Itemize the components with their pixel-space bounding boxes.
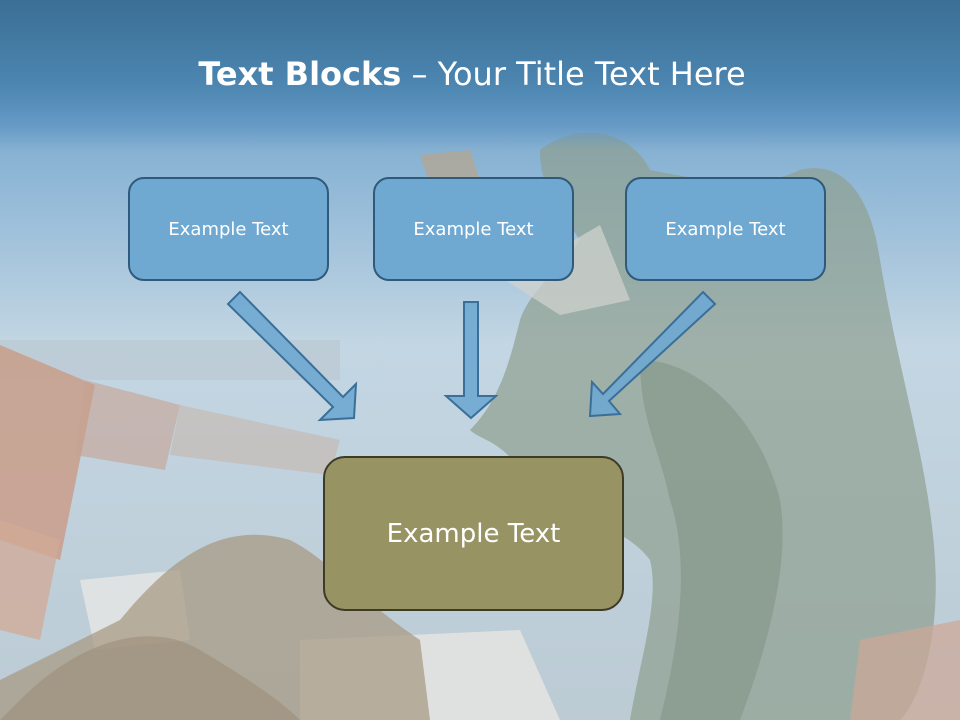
text-block-center: Example Text	[373, 177, 574, 281]
text-block-right-label: Example Text	[665, 218, 786, 240]
page-title: Text Blocks – Your Title Text Here	[0, 52, 944, 96]
title-rest: Your Title Text Here	[437, 55, 746, 93]
text-block-main: Example Text	[323, 456, 624, 611]
title-dash: –	[401, 55, 438, 93]
title-banner	[0, 0, 960, 150]
text-block-left: Example Text	[128, 177, 329, 281]
arrow-right-icon	[588, 290, 717, 418]
text-block-left-label: Example Text	[168, 218, 289, 240]
text-block-main-label: Example Text	[386, 518, 561, 549]
arrow-center-icon	[443, 301, 499, 420]
arrow-left-icon	[226, 290, 358, 422]
title-bold: Text Blocks	[198, 55, 402, 93]
text-block-right: Example Text	[625, 177, 826, 281]
text-block-center-label: Example Text	[413, 218, 534, 240]
